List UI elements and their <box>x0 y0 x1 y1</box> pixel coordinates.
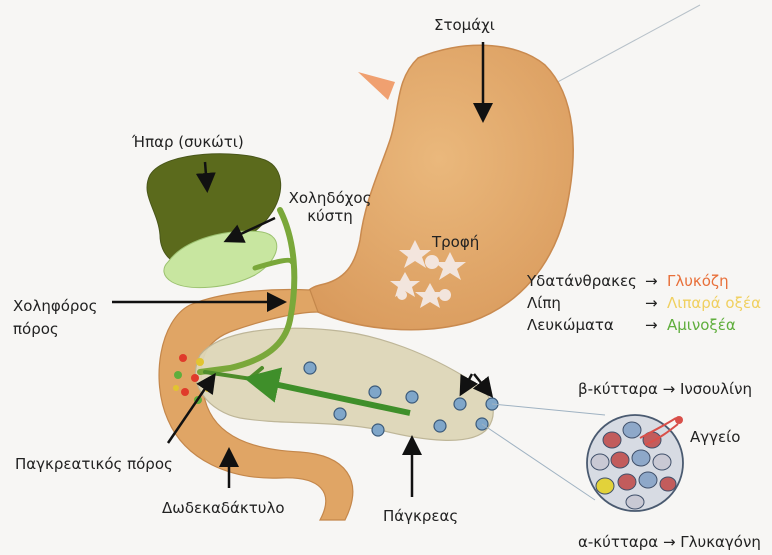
arrow-fats: → <box>645 294 658 312</box>
pancreas-label: Πάγκρεας <box>383 507 458 525</box>
food-label: Τροφή <box>432 233 479 251</box>
product-fatty-acids: Λιπαρά οξέα <box>667 294 761 312</box>
islet-magnified <box>587 415 683 511</box>
digestion-row-proteins: Λευκώματα→Αμινοξέα <box>527 316 614 334</box>
digestion-row-fats: Λίπη→Λιπαρά οξέα <box>527 294 561 312</box>
nutrient-fats: Λίπη <box>527 294 561 312</box>
bile-duct-label: Χοληφόρος πόρος <box>13 297 97 338</box>
alpha-cells-label: α-κύτταρα → Γλυκαγόνη <box>578 533 761 551</box>
stomach-label: Στομάχι <box>434 16 495 34</box>
gallbladder-label: Χοληδόχος κύστη <box>282 189 378 225</box>
gallbladder-label-line1: Χοληδόχος <box>282 189 378 207</box>
vessel-label: Αγγείο <box>690 428 740 446</box>
liver-label: Ήπαρ (συκώτι) <box>132 133 244 151</box>
nutrient-proteins: Λευκώματα <box>527 316 614 334</box>
bile-duct-label-line1: Χοληφόρος <box>13 297 97 315</box>
arrow-proteins: → <box>645 316 658 334</box>
zoom-line-top <box>492 404 605 415</box>
digestion-row-carbs: Υδατάνθρακες→Γλυκόζη <box>527 272 637 290</box>
duodenum-label: Δωδεκαδάκτυλο <box>162 499 285 517</box>
bile-duct-label-line2: πόρος <box>13 320 97 338</box>
arrow-carbs: → <box>645 272 658 290</box>
nutrient-carbs: Υδατάνθρακες <box>527 272 637 290</box>
zoom-line-bottom <box>482 424 595 500</box>
product-amino-acids: Αμινοξέα <box>667 316 736 334</box>
beta-cells-label: β-κύτταρα → Ινσουλίνη <box>578 380 752 398</box>
gallbladder-label-line2: κύστη <box>282 207 378 225</box>
food-entry-arrow <box>358 72 395 100</box>
pancreas-shape <box>196 328 494 440</box>
product-glucose: Γλυκόζη <box>667 272 729 290</box>
pancreatic-duct-label: Παγκρεατικός πόρος <box>15 455 173 473</box>
